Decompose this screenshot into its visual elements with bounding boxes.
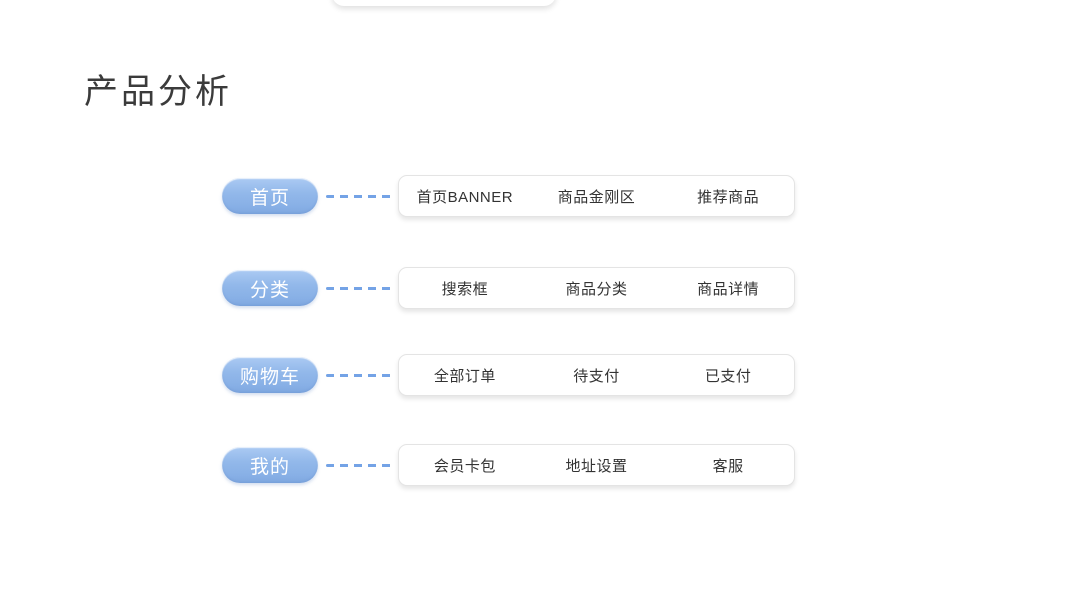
feature-box-category: 搜索框 商品分类 商品详情 bbox=[398, 267, 795, 309]
feature-item: 待支付 bbox=[573, 367, 620, 385]
feature-item: 商品分类 bbox=[565, 280, 628, 298]
feature-box-home: 首页BANNER 商品金刚区 推荐商品 bbox=[398, 175, 795, 217]
dashed-connector bbox=[326, 286, 392, 290]
feature-item: 全部订单 bbox=[433, 367, 496, 385]
diagram-row-profile: 我的 会员卡包 地址设置 客服 bbox=[222, 444, 795, 486]
feature-box-cart: 全部订单 待支付 已支付 bbox=[398, 354, 795, 396]
feature-item: 地址设置 bbox=[565, 457, 628, 475]
feature-item: 商品金刚区 bbox=[557, 188, 636, 206]
feature-item: 推荐商品 bbox=[697, 188, 760, 206]
cutoff-card-shadow bbox=[332, 0, 556, 6]
feature-item: 客服 bbox=[712, 457, 744, 475]
node-pill-category: 分类 bbox=[222, 270, 318, 306]
feature-item: 首页BANNER bbox=[416, 188, 514, 206]
diagram-row-home: 首页 首页BANNER 商品金刚区 推荐商品 bbox=[222, 175, 795, 217]
page-title: 产品分析 bbox=[84, 73, 232, 111]
feature-item: 商品详情 bbox=[697, 280, 760, 298]
dashed-connector bbox=[326, 373, 392, 377]
feature-box-profile: 会员卡包 地址设置 客服 bbox=[398, 444, 795, 486]
feature-item: 搜索框 bbox=[441, 280, 489, 298]
node-pill-cart: 购物车 bbox=[222, 357, 318, 393]
feature-item: 已支付 bbox=[704, 367, 752, 385]
diagram-row-cart: 购物车 全部订单 待支付 已支付 bbox=[222, 354, 795, 396]
diagram-row-category: 分类 搜索框 商品分类 商品详情 bbox=[222, 267, 795, 309]
node-pill-profile: 我的 bbox=[222, 447, 318, 483]
dashed-connector bbox=[326, 194, 392, 198]
node-pill-home: 首页 bbox=[222, 178, 318, 214]
feature-item: 会员卡包 bbox=[433, 457, 496, 475]
dashed-connector bbox=[326, 463, 392, 467]
